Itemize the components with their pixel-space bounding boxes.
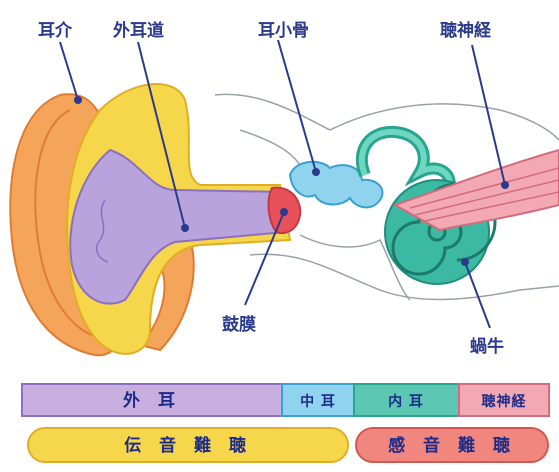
section-bar: 外 耳 中 耳 内 耳 聴神経 [22,384,549,416]
ossicles-pointer [278,40,316,172]
ear-canal-pointer-dot [181,224,189,232]
auditory-nerve-pointer [472,45,505,185]
ear-canal-label: 外耳道 [113,20,164,41]
eardrum-pointer-dot [280,208,288,216]
auditory-nerve-label: 聴神経 [440,20,492,41]
eardrum-label: 鼓膜 [222,314,256,335]
ossicles-label: 耳小骨 [258,21,309,41]
conductive-hearing-loss-label: 伝 音 難 聴 [124,435,252,456]
cochlea-label: 蝸牛 [470,336,504,357]
section-middle-ear-label: 中 耳 [300,393,336,410]
auricle-pointer-dot [74,96,82,104]
sensorineural-hearing-loss-label: 感 音 難 聴 [388,435,516,456]
cochlea-pointer [465,262,490,328]
ossicles-pointer-dot [312,168,320,176]
section-nerve-label: 聴神経 [482,393,527,410]
auricle-label: 耳介 [38,20,73,41]
auditory-nerve-pointer-dot [501,181,509,189]
cochlea-pointer-dot [461,258,469,266]
section-inner-ear-label: 内 耳 [388,393,424,410]
section-outer-ear-label: 外 耳 [123,390,181,411]
hearing-loss-bar: 伝 音 難 聴 感 音 難 聴 [28,428,548,462]
auricle-pointer [60,42,78,100]
